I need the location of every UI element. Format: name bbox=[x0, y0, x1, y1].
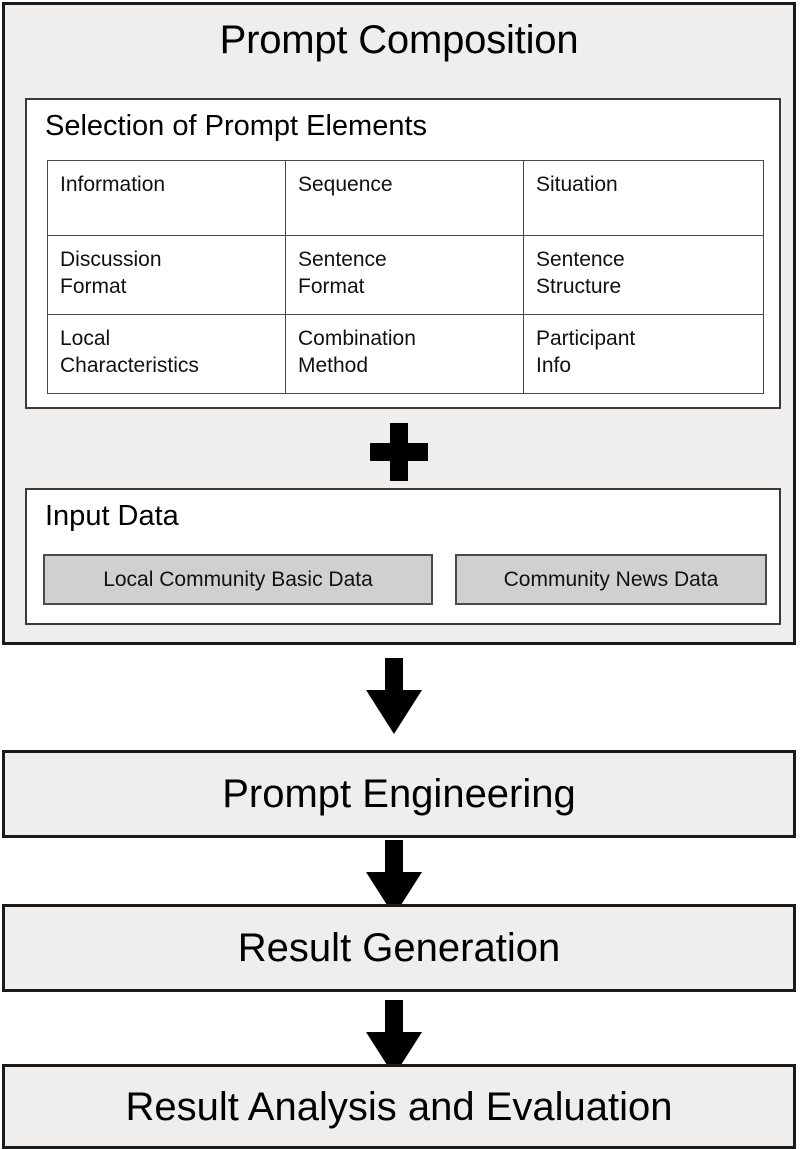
arrow-shaft bbox=[385, 1000, 403, 1038]
table-cell-local-characteristics: Local Characteristics bbox=[47, 314, 286, 394]
cell-line: Sequence bbox=[298, 173, 393, 196]
prompt-elements-table: Information Sequence Situation Discussio… bbox=[47, 160, 764, 394]
cell-line: Info bbox=[536, 354, 572, 377]
arrow-shaft bbox=[385, 840, 403, 878]
cell-line: Discussion bbox=[60, 248, 162, 271]
cell-line: Sentence bbox=[298, 248, 387, 271]
table-row: Discussion Format Sentence Format Senten… bbox=[47, 235, 764, 315]
cell-line: Combination bbox=[298, 327, 416, 350]
cell-line: Sentence bbox=[536, 248, 625, 271]
cell-line: Format bbox=[60, 275, 127, 298]
cell-line: Characteristics bbox=[60, 354, 199, 377]
stage-prompt-engineering: Prompt Engineering bbox=[2, 750, 796, 838]
cell-line: Format bbox=[298, 275, 365, 298]
input-data-heading: Input Data bbox=[45, 500, 179, 532]
table-cell-sentence-structure: Sentence Structure bbox=[523, 235, 764, 315]
prompt-composition-title: Prompt Composition bbox=[219, 18, 579, 62]
arrow-shaft bbox=[385, 658, 403, 696]
cell-line: Structure bbox=[536, 275, 622, 298]
input-data-panel: Input Data Local Community Basic Data Co… bbox=[25, 488, 781, 625]
stage-result-analysis-and-evaluation: Result Analysis and Evaluation bbox=[2, 1064, 796, 1149]
table-row: Information Sequence Situation bbox=[47, 160, 764, 236]
table-cell-sentence-format: Sentence Format bbox=[285, 235, 524, 315]
cell-line: Method bbox=[298, 354, 369, 377]
cell-line: Local bbox=[60, 327, 111, 350]
table-cell-information: Information bbox=[47, 160, 286, 236]
cell-line: Information bbox=[60, 173, 166, 196]
table-cell-situation: Situation bbox=[523, 160, 764, 236]
selection-of-prompt-elements-panel: Selection of Prompt Elements Information… bbox=[25, 98, 781, 409]
input-data-chip-list: Local Community Basic Data Community New… bbox=[43, 554, 767, 605]
prompt-composition-container: Prompt Composition Selection of Prompt E… bbox=[2, 2, 796, 645]
table-cell-combination-method: Combination Method bbox=[285, 314, 524, 394]
input-data-chip-local-community-basic-data: Local Community Basic Data bbox=[43, 554, 433, 605]
selection-of-prompt-elements-heading: Selection of Prompt Elements bbox=[45, 110, 428, 142]
plus-icon bbox=[370, 423, 428, 481]
down-arrow-icon bbox=[366, 658, 422, 734]
table-cell-sequence: Sequence bbox=[285, 160, 524, 236]
cell-line: Situation bbox=[536, 173, 618, 196]
table-cell-discussion-format: Discussion Format bbox=[47, 235, 286, 315]
table-cell-participant-info: Participant Info bbox=[523, 314, 764, 394]
cell-line: Participant bbox=[536, 327, 636, 350]
arrow-head bbox=[366, 690, 422, 734]
table-row: Local Characteristics Combination Method… bbox=[47, 314, 764, 394]
stage-result-generation: Result Generation bbox=[2, 904, 796, 992]
input-data-chip-community-news-data: Community News Data bbox=[455, 554, 767, 605]
